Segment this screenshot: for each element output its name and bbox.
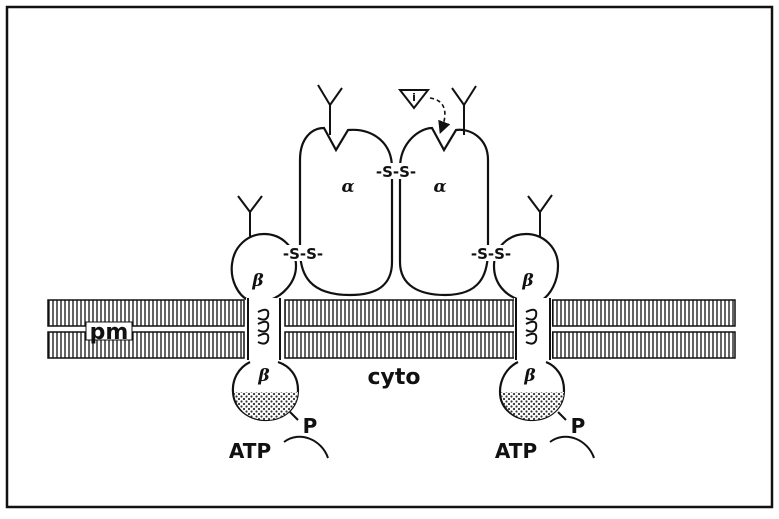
atp-binding-arc-right [550, 437, 594, 458]
atp-binding-arc-left [284, 437, 328, 458]
kinase-domain-shading-left [234, 392, 298, 420]
binding-arrow [430, 98, 445, 128]
membrane-label: pm [90, 320, 129, 345]
kinase-domain-shading-right [501, 392, 564, 420]
glycan-beta-left [238, 196, 262, 237]
atp-left: ATP [229, 439, 271, 463]
alpha-right-label: α [433, 177, 446, 197]
phosphate-left: P [303, 414, 318, 438]
disulfide-center: -S-S- [376, 163, 416, 181]
glycan-beta-right [528, 195, 552, 237]
beta-right-top-label: β [521, 271, 533, 291]
alpha-subunit-left [300, 128, 392, 295]
glycan-alpha-right [452, 86, 476, 135]
disulfide-right: -S-S- [471, 245, 511, 263]
atp-right: ATP [495, 439, 537, 463]
cytoplasm-label: cyto [367, 365, 420, 390]
phosphate-right: P [571, 414, 586, 438]
beta-subunit-left-extracellular [232, 234, 296, 300]
beta-right-bottom-label: β [523, 366, 535, 386]
alpha-left-label: α [341, 177, 354, 197]
ligand-label: i [412, 91, 416, 104]
plasma-membrane [48, 300, 735, 358]
ligand-insulin: i [400, 90, 445, 128]
disulfide-left: -S-S- [283, 245, 323, 263]
alpha-subunit-right [400, 128, 488, 295]
beta-left-top-label: β [251, 271, 263, 291]
beta-left-bottom-label: β [257, 366, 269, 386]
